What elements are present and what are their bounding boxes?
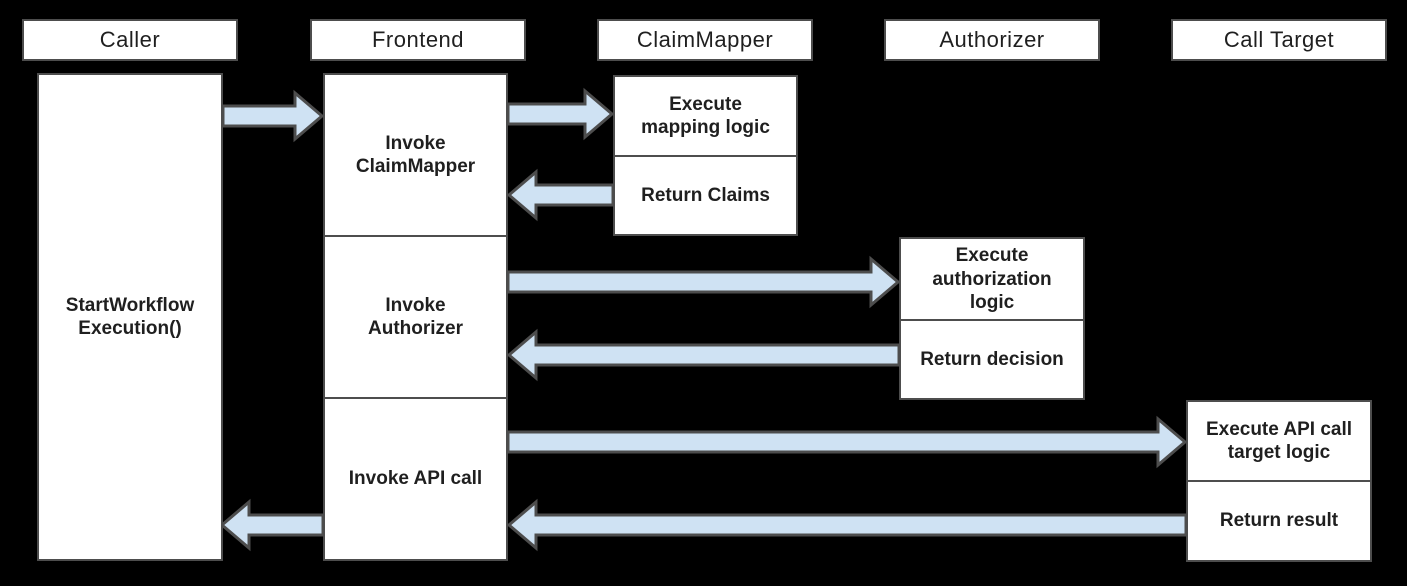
activation-label: Return result [1219,510,1339,532]
arrow-caller-to-frontend [221,89,325,143]
activation-cell-invoke-authorizer: Invoke Authorizer [325,235,506,397]
lifeline-label-frontend: Frontend [371,27,465,52]
activation-cell-return-result: Return result [1188,480,1370,560]
activation-claimmapper: Execute mapping logic Return Claims [613,75,798,236]
lifeline-header-claimmapper: ClaimMapper [597,19,813,61]
lifeline-label-claimmapper: ClaimMapper [636,27,774,52]
activation-cell-invoke-claimmapper: Invoke ClaimMapper [325,75,506,235]
lifeline-header-caller: Caller [22,19,238,61]
activation-label: Invoke API call [348,468,483,490]
activation-authorizer: Execute authorization logic Return decis… [899,237,1085,400]
arrow-authorizer-to-frontend-return-decision [506,328,901,382]
arrow-frontend-to-calltarget [506,415,1188,469]
activation-cell-execute-mapping-logic: Execute mapping logic [615,77,796,155]
activation-frontend: Invoke ClaimMapper Invoke Authorizer Inv… [323,73,508,561]
activation-label: Execute mapping logic [641,93,770,138]
activation-label: Execute API call target logic [1205,418,1353,463]
activation-label: Invoke Authorizer [368,294,463,339]
lifeline-label-calltarget: Call Target [1223,27,1335,52]
activation-label: Return decision [920,349,1064,371]
arrow-claimmapper-to-frontend-return-claims [506,168,615,222]
lifeline-header-frontend: Frontend [310,19,526,61]
activation-cell-execute-api-call-target-logic: Execute API call target logic [1188,402,1370,480]
activation-caller: StartWorkflow Execution() [37,73,223,561]
activation-cell-startworkflowexecution: StartWorkflow Execution() [39,75,221,559]
lifeline-label-caller: Caller [99,27,161,52]
activation-label: Return Claims [641,184,770,206]
activation-cell-return-decision: Return decision [901,319,1083,398]
arrow-frontend-to-caller-return [219,498,325,552]
activation-cell-invoke-api-call: Invoke API call [325,397,506,559]
lifeline-header-authorizer: Authorizer [884,19,1100,61]
activation-cell-execute-authorization-logic: Execute authorization logic [901,239,1083,319]
lifeline-label-authorizer: Authorizer [939,27,1045,52]
activation-label: Invoke ClaimMapper [355,132,476,177]
activation-calltarget: Execute API call target logic Return res… [1186,400,1372,562]
arrow-calltarget-to-frontend-return-result [506,498,1188,552]
activation-cell-return-claims: Return Claims [615,154,796,235]
activation-label: StartWorkflow Execution() [65,294,195,339]
arrow-frontend-to-authorizer [506,255,901,309]
lifeline-header-calltarget: Call Target [1171,19,1387,61]
activation-label: Execute authorization logic [932,245,1052,313]
arrow-frontend-to-claimmapper [506,87,615,141]
